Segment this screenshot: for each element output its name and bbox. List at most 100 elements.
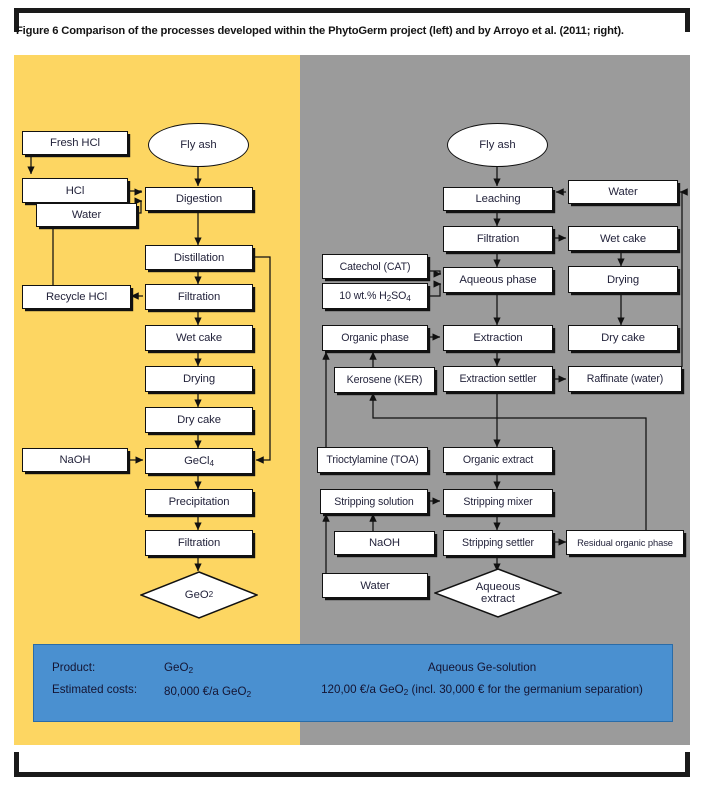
node-label: Drying — [606, 273, 640, 286]
figure-caption: Figure 6 Comparison of the processes dev… — [16, 25, 624, 37]
node-drying-left[interactable]: Drying — [145, 366, 253, 392]
node-organic-extract[interactable]: Organic extract — [443, 447, 553, 473]
node-label: Filtration — [476, 233, 520, 245]
node-extraction[interactable]: Extraction — [443, 325, 553, 351]
node-label: Residual organic phase — [577, 537, 673, 548]
node-label: Organic extract — [462, 454, 534, 466]
footer-left-cost-value: 80,000 €/a GeO2 — [164, 685, 252, 699]
node-hcl[interactable]: HCl — [22, 178, 128, 203]
right-process-panel — [300, 55, 690, 745]
node-label: Stripping mixer — [463, 496, 533, 508]
node-label: GeCl4 — [184, 454, 214, 468]
node-label: Stripping settler — [462, 537, 534, 549]
node-catechol[interactable]: Catechol (CAT) — [322, 254, 428, 279]
node-label: Drying — [182, 373, 216, 385]
node-naoh-left[interactable]: NaOH — [22, 448, 128, 472]
node-label: Aqueous phase — [459, 274, 537, 286]
node-filtration-right[interactable]: Filtration — [443, 226, 553, 252]
node-label: Catechol (CAT) — [339, 260, 411, 273]
node-residual-organic-phase[interactable]: Residual organic phase — [566, 530, 684, 555]
node-label: Trioctylamine (TOA) — [326, 454, 419, 466]
node-kerosene[interactable]: Kerosene (KER) — [334, 367, 435, 393]
node-water-right-top[interactable]: Water — [568, 180, 678, 204]
node-dry-cake-left[interactable]: Dry cake — [145, 407, 253, 433]
node-label: Fresh HCl — [50, 137, 100, 149]
node-label: Precipitation — [168, 496, 230, 508]
node-label: Digestion — [175, 193, 223, 205]
node-label: Extraction settler — [459, 373, 537, 385]
footer-left-product-value: GeO2 — [164, 661, 194, 675]
page-frame-bottom-left — [14, 752, 19, 777]
node-gecl4[interactable]: GeCl4 — [145, 448, 253, 474]
node-organic-phase[interactable]: Organic phase — [322, 325, 428, 351]
node-label: Extraction — [473, 332, 523, 344]
node-label: Raffinate (water) — [586, 373, 664, 385]
node-label: Recycle HCl — [45, 291, 108, 303]
node-fly-ash-left[interactable]: Fly ash — [148, 123, 249, 167]
node-label: Leaching — [475, 193, 521, 205]
node-water-right-bottom[interactable]: Water — [322, 573, 428, 598]
node-distillation[interactable]: Distillation — [145, 245, 253, 270]
node-label: Fly ash — [180, 139, 217, 151]
diamond-shape — [140, 571, 258, 619]
node-label: Water — [608, 186, 638, 198]
node-label: Fly ash — [479, 139, 516, 151]
node-stripping-mixer[interactable]: Stripping mixer — [443, 489, 553, 515]
node-label: Distillation — [173, 251, 225, 264]
node-label: Wet cake — [175, 332, 223, 344]
node-digestion[interactable]: Digestion — [145, 187, 253, 211]
node-extraction-settler[interactable]: Extraction settler — [443, 366, 553, 392]
footer-row-labels: Product: Estimated costs: — [52, 657, 137, 701]
node-label: Water — [360, 579, 390, 592]
node-stripping-solution[interactable]: Stripping solution — [320, 489, 428, 514]
summary-footer: Product: Estimated costs: GeO2 80,000 €/… — [33, 644, 673, 722]
node-label: Dry cake — [177, 414, 221, 426]
node-dry-cake-right[interactable]: Dry cake — [568, 325, 678, 351]
footer-left-values: GeO2 80,000 €/a GeO2 — [164, 657, 251, 705]
node-aqueous-phase[interactable]: Aqueous phase — [443, 267, 553, 293]
node-label: Filtration — [177, 537, 221, 549]
node-label: Stripping solution — [334, 495, 414, 508]
node-water-left[interactable]: Water — [36, 203, 137, 227]
page-frame-top-bar — [14, 8, 690, 13]
node-recycle-hcl[interactable]: Recycle HCl — [22, 285, 131, 309]
node-filtration-1[interactable]: Filtration — [145, 284, 253, 310]
node-naoh-right[interactable]: NaOH — [334, 531, 435, 555]
node-label: Filtration — [177, 291, 221, 303]
node-sulfuric-acid[interactable]: 10 wt.% H2SO4 — [322, 283, 428, 309]
node-label: NaOH — [369, 537, 400, 549]
page-frame-top-left — [14, 8, 19, 32]
node-label: 10 wt.% H2SO4 — [339, 289, 411, 303]
node-fresh-hcl[interactable]: Fresh HCl — [22, 131, 128, 155]
node-raffinate[interactable]: Raffinate (water) — [568, 366, 682, 392]
node-label: Kerosene (KER) — [346, 374, 423, 386]
page-frame-bottom-bar — [14, 772, 690, 777]
footer-label-estimated-costs: Estimated costs: — [52, 683, 138, 696]
page-frame-bottom-right — [685, 752, 690, 777]
node-leaching[interactable]: Leaching — [443, 187, 553, 211]
node-drying-right[interactable]: Drying — [568, 266, 678, 293]
node-filtration-2[interactable]: Filtration — [145, 530, 253, 556]
node-fly-ash-right[interactable]: Fly ash — [447, 123, 548, 167]
diamond-shape — [434, 568, 562, 618]
node-label: Water — [71, 209, 102, 221]
node-label: HCl — [65, 184, 85, 197]
node-trioctylamine[interactable]: Trioctylamine (TOA) — [317, 447, 428, 473]
node-precipitation[interactable]: Precipitation — [145, 489, 253, 515]
node-label: Dry cake — [601, 332, 645, 344]
node-label: Wet cake — [599, 232, 647, 245]
node-label: Organic phase — [341, 332, 409, 344]
node-wet-cake-left[interactable]: Wet cake — [145, 325, 253, 351]
left-process-panel — [14, 55, 300, 745]
footer-label-product: Product: — [52, 661, 96, 674]
footer-right-values: Aqueous Ge-solution 120,00 €/a GeO2 (inc… — [296, 657, 668, 703]
node-stripping-settler[interactable]: Stripping settler — [443, 530, 553, 556]
footer-right-product-value: Aqueous Ge-solution — [427, 661, 537, 674]
node-label: NaOH — [59, 454, 91, 466]
footer-right-cost-value: 120,00 €/a GeO2 (incl. 30,000 € for the … — [321, 683, 643, 697]
node-wet-cake-right[interactable]: Wet cake — [568, 226, 678, 251]
